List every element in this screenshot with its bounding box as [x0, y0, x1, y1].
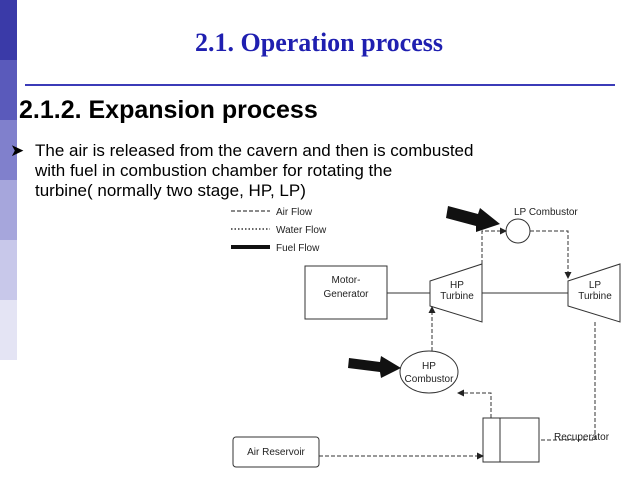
lp-turbine-shape: [567, 263, 621, 323]
bullet-point: ➤ The air is released from the cavern an…: [10, 141, 610, 201]
hp-turbine-label-1: HP: [450, 280, 464, 291]
hp-combustor-circle: [399, 350, 459, 394]
sidebar-gradient: [0, 0, 17, 478]
hp-combustor-label-1: HP: [422, 361, 436, 372]
motor-generator-label-2: Generator: [323, 289, 369, 300]
motor-generator-label-1: Motor-: [332, 275, 361, 286]
title-divider: [25, 84, 615, 86]
recuperator-label: Recuperator: [554, 432, 610, 443]
hp-fuel-arrow: [348, 356, 401, 378]
legend-water-flow-label: Water Flow: [276, 225, 327, 236]
legend-air-flow-label: Air Flow: [276, 207, 313, 218]
air-flow-to-lp-combustor: [481, 227, 507, 270]
air-flow-to-lp-turbine: [530, 230, 572, 279]
exhaust-to-recuperator: [540, 322, 596, 441]
hp-combustor-label-2: Combustor: [405, 374, 455, 385]
bullet-text: The air is released from the cavern and …: [35, 141, 474, 200]
lp-combustor-circle: [505, 218, 531, 244]
air-reservoir-box: [232, 436, 320, 468]
hp-turbine-shape: [429, 263, 483, 323]
hp-turbine-label-2: Turbine: [440, 291, 474, 302]
lp-turbine-label-2: Turbine: [578, 291, 612, 302]
lp-fuel-arrow: [446, 206, 500, 232]
legend-fuel-flow-label: Fuel Flow: [276, 243, 320, 254]
lp-combustor-label: LP Combustor: [514, 207, 578, 218]
section-heading: 2.1.2. Expansion process: [19, 96, 318, 124]
lp-turbine-label-1: LP: [589, 280, 602, 291]
recuperator-box: [482, 417, 540, 463]
motor-generator-box: [304, 265, 388, 320]
air-flow-to-hp-combustor: [457, 389, 492, 418]
slide-title: 2.1. Operation process: [195, 28, 443, 57]
air-reservoir-label: Air Reservoir: [247, 447, 305, 458]
arrow-bullet-icon: ➤: [10, 141, 25, 160]
